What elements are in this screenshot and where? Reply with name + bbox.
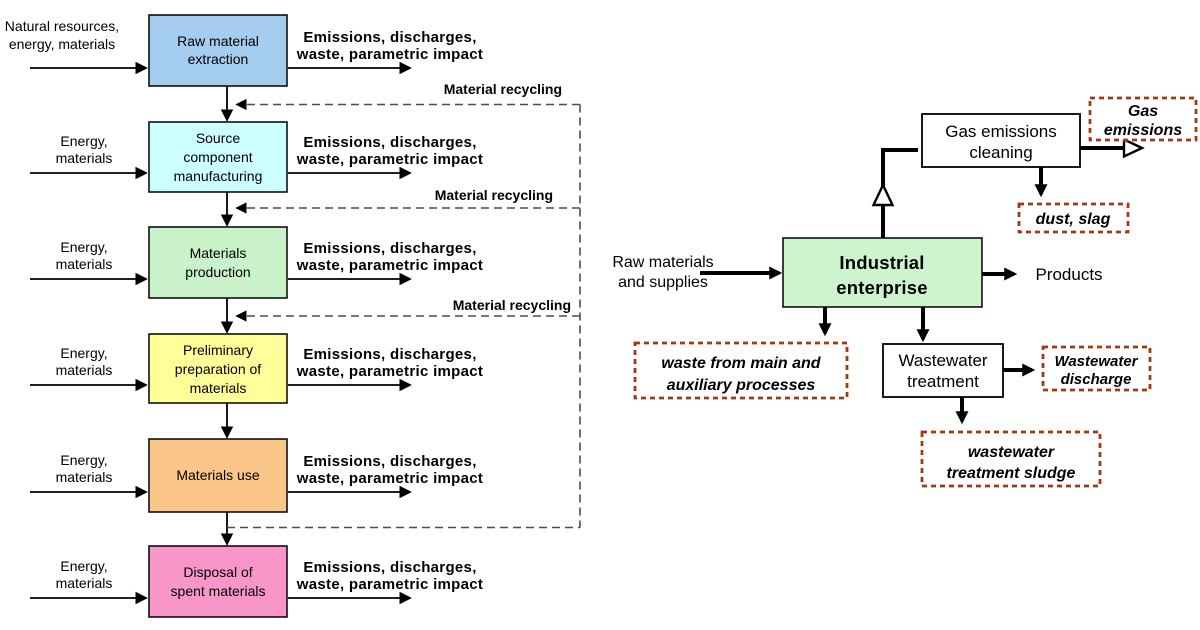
wastewater-treatment-label: Wastewater xyxy=(898,351,987,370)
wastewater-treatment-box xyxy=(882,343,1004,398)
stage-box-label: Materials xyxy=(190,245,247,261)
input-label: Energy, xyxy=(60,452,107,468)
open-right-arrowhead xyxy=(1122,137,1145,159)
material-recycling-label: Material recycling xyxy=(453,297,571,313)
lifecycle-row-disposal-of-spent-materials: Energy, materials Disposal of spent mate… xyxy=(30,545,483,618)
gas-flow-path xyxy=(881,148,918,238)
input-label: materials xyxy=(56,469,113,485)
gas-emissions-box xyxy=(1088,96,1198,142)
stage-box-label: Disposal of xyxy=(183,564,252,580)
output-label: waste, parametric impact xyxy=(296,576,483,593)
dust-slag-output: dust, slag xyxy=(1017,167,1130,234)
stage-box-label: preparation of xyxy=(175,361,262,377)
gas-emissions-cleaning-box xyxy=(921,113,1081,168)
gas-emissions-cleaning: Gas emissions cleaning xyxy=(921,113,1081,168)
lifecycle-row-preliminary-preparation: Energy, materials Preliminary preparatio… xyxy=(30,333,483,404)
output-label: Emissions, discharges, xyxy=(303,134,476,151)
stage-box-disposal xyxy=(148,545,288,618)
gas-emissions-cleaning-label: Gas emissions xyxy=(945,122,1056,141)
stage-box-label: production xyxy=(185,264,250,280)
output-label: Emissions, discharges, xyxy=(303,453,476,470)
waste-label: auxiliary processes xyxy=(667,377,816,394)
input-label: materials xyxy=(56,150,113,166)
industrial-enterprise-label: Industrial xyxy=(839,252,924,273)
waste-output: waste from main and auxiliary processes xyxy=(633,307,849,400)
stage-box-label: Materials use xyxy=(176,467,259,483)
stage-box-label: component xyxy=(183,149,252,165)
waste-box xyxy=(633,341,849,400)
waste-label: waste from main and xyxy=(661,355,821,372)
wastewater-discharge-label: Wastewater xyxy=(1054,353,1138,370)
dust-slag-box xyxy=(1017,202,1130,234)
lifecycle-row-materials-production: Energy, materials Materials production E… xyxy=(30,226,483,299)
stage-box-materials-use xyxy=(148,438,288,513)
stage-box-label: spent materials xyxy=(171,583,266,599)
output-label: waste, parametric impact xyxy=(296,470,483,487)
input-label: materials xyxy=(56,575,113,591)
input-label: Energy, xyxy=(60,133,107,149)
products-label: Products xyxy=(1035,265,1102,284)
sludge-label: treatment sludge xyxy=(947,465,1076,482)
industrial-enterprise-label: enterprise xyxy=(836,277,927,298)
stage-box-label: manufacturing xyxy=(174,168,263,184)
sludge-label: wastewater xyxy=(968,444,1055,461)
wastewater-treatment: Wastewater treatment xyxy=(882,307,1004,398)
input-label: Energy, xyxy=(60,239,107,255)
input-label: Energy, xyxy=(60,558,107,574)
output-label: waste, parametric impact xyxy=(296,151,483,168)
wastewater-treatment-label: treatment xyxy=(907,372,979,391)
wastewater-discharge-box xyxy=(1041,345,1152,392)
output-label: Emissions, discharges, xyxy=(303,29,476,46)
input-label: materials xyxy=(56,256,113,272)
stage-box-preliminary-preparation xyxy=(148,333,288,404)
stage-box-label: materials xyxy=(190,380,247,396)
stage-box-label: Raw material xyxy=(177,33,259,49)
lifecycle-row-materials-use: Energy, materials Materials use Emission… xyxy=(30,438,483,513)
wastewater-discharge-output: Wastewater discharge xyxy=(1003,345,1152,392)
gas-emissions-output: Gas emissions xyxy=(1080,96,1198,159)
stage-box-raw-material-extraction xyxy=(148,14,288,87)
raw-materials-label: Raw materials xyxy=(612,254,713,271)
input-label: energy, materials xyxy=(9,36,115,52)
lifecycle-row-source-component-manufacturing: Energy, materials Source component manuf… xyxy=(30,121,483,193)
stage-box-source-component-manufacturing xyxy=(148,121,288,193)
gas-flow-line xyxy=(871,148,918,238)
stage-box-label: Source xyxy=(196,130,241,146)
stage-box-label: Preliminary xyxy=(183,342,253,358)
output-label: waste, parametric impact xyxy=(296,363,483,380)
gas-emissions-label: Gas xyxy=(1128,103,1158,120)
input-label: Energy, xyxy=(60,345,107,361)
output-label: waste, parametric impact xyxy=(296,257,483,274)
output-label: Emissions, discharges, xyxy=(303,559,476,576)
stage-box-materials-production xyxy=(148,226,288,299)
dust-slag-label: dust, slag xyxy=(1036,211,1111,228)
output-label: Emissions, discharges, xyxy=(303,240,476,257)
wastewater-discharge-label: discharge xyxy=(1061,371,1132,388)
input-label: Natural resources, xyxy=(5,18,119,34)
stage-box-label: extraction xyxy=(188,51,249,67)
output-label: waste, parametric impact xyxy=(296,46,483,63)
sludge-output: wastewater treatment sludge xyxy=(920,397,1102,488)
output-label: Emissions, discharges, xyxy=(303,346,476,363)
input-label: materials xyxy=(56,362,113,378)
raw-materials-label: and supplies xyxy=(618,274,708,291)
material-recycling-loop: Material recycling Material recycling Ma… xyxy=(227,81,581,529)
material-recycling-label: Material recycling xyxy=(435,187,553,203)
lifecycle-row-raw-material-extraction: Natural resources, energy, materials Raw… xyxy=(5,14,483,87)
gas-emissions-cleaning-label: cleaning xyxy=(969,143,1032,162)
raw-materials-input: Raw materials and supplies xyxy=(612,254,783,291)
material-recycling-label: Material recycling xyxy=(444,81,562,97)
gas-emissions-label: emissions xyxy=(1104,122,1182,139)
sludge-box xyxy=(920,430,1102,488)
products-output: Products xyxy=(982,265,1103,284)
industrial-enterprise: Industrial enterprise xyxy=(782,237,983,308)
open-up-arrowhead xyxy=(871,182,895,207)
